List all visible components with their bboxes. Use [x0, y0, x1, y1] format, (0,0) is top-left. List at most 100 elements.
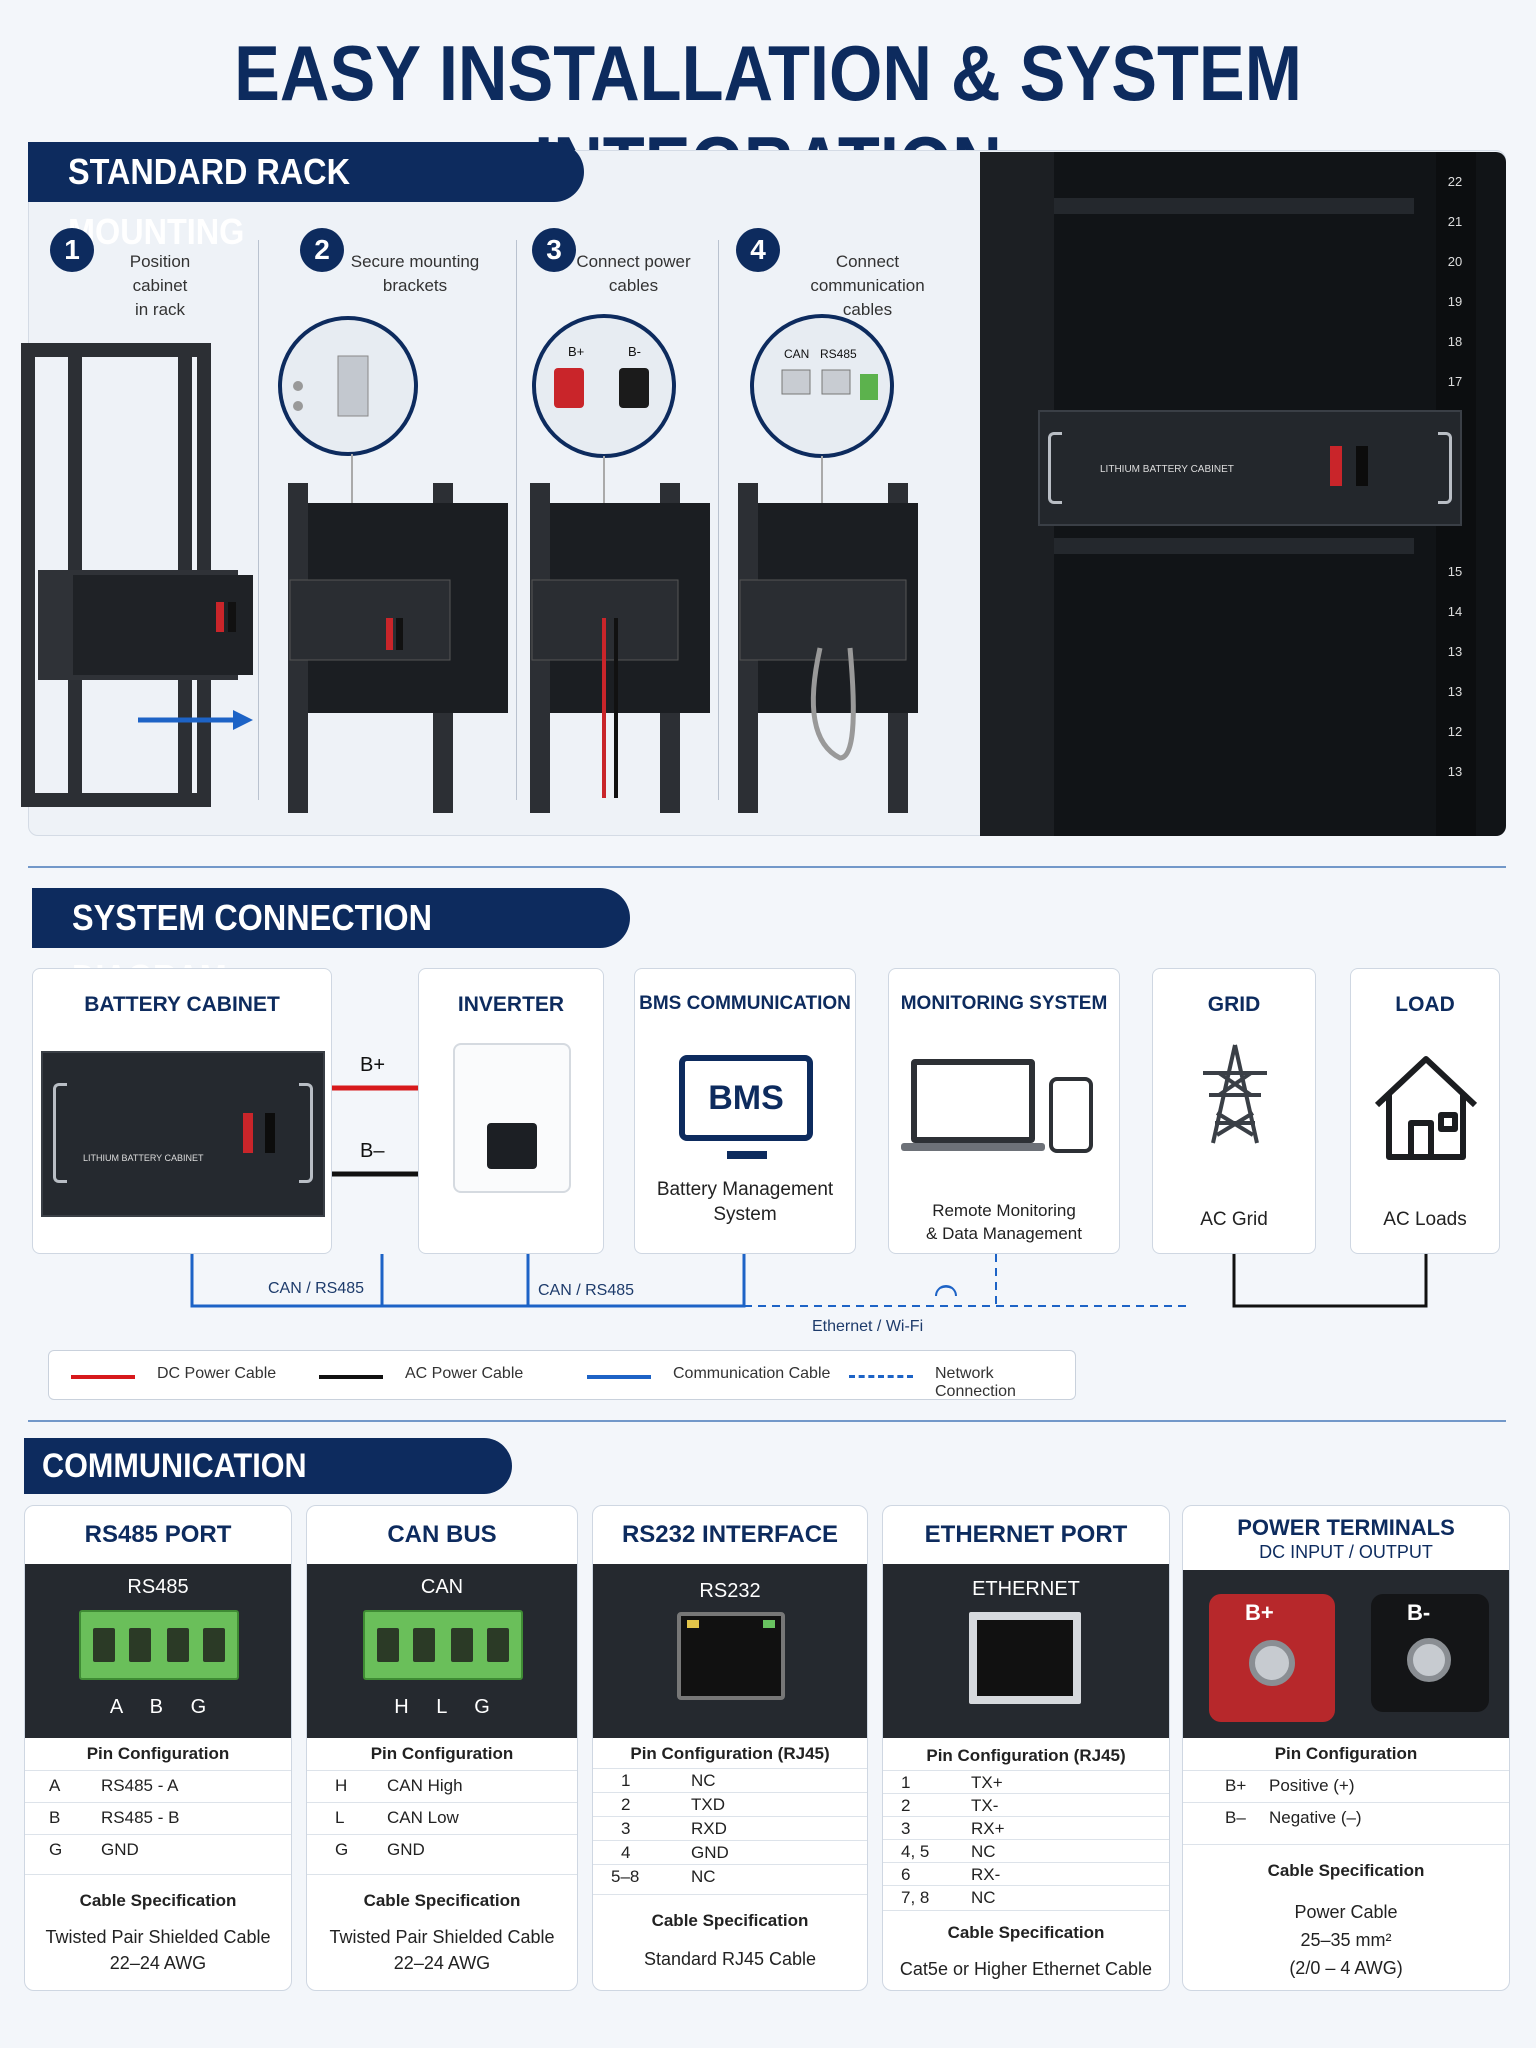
bms-monitor-icon: BMS: [679, 1055, 813, 1141]
terminal-slot: [167, 1628, 189, 1662]
ethernet-cable-spec: Cat5e or Higher Ethernet Cable: [899, 1959, 1153, 1979]
rs485-cable-title: Cable Specification: [25, 1874, 291, 1911]
rack-photo: 22 21 20 19 18 17 LITHIUM BATTERY CABINE…: [980, 152, 1506, 836]
step-3-minus-label: B-: [628, 344, 641, 359]
laptop-icon: [911, 1059, 1035, 1143]
rs232-port-image: RS232: [593, 1564, 867, 1738]
cabinet-bminus-terminal: [265, 1113, 275, 1153]
bminus-wire-label: B–: [360, 1140, 385, 1162]
rs485-card: RS485 PORT RS485 A B G Pin Configuration…: [24, 1505, 292, 1991]
can-terminal-block: [363, 1610, 523, 1680]
inverter-title: INVERTER: [457, 993, 565, 1016]
cabinet-handle-left: [1048, 432, 1062, 504]
power-cable-title: Cable Specification: [1183, 1844, 1509, 1881]
inverter-display: [487, 1123, 537, 1169]
phone-icon: [1049, 1077, 1093, 1153]
step-1-number: 1: [50, 228, 94, 272]
rack-unit: 19: [1447, 294, 1463, 309]
link-label-1: CAN / RS485: [268, 1280, 365, 1297]
terminal-slot: [377, 1628, 399, 1662]
ethernet-card: ETHERNET PORT ETHERNET Pin Configuration…: [882, 1505, 1170, 1991]
power-terminal-image: B+ B-: [1183, 1570, 1509, 1738]
cabinet-handle-right: [1438, 432, 1452, 504]
rack-mounting-banner: STANDARD RACK MOUNTING: [28, 142, 584, 252]
legend-ac-swatch: [319, 1375, 383, 1379]
bplus-terminal: B+: [1209, 1594, 1335, 1722]
monitoring-description: Remote Monitoring& Data Management: [926, 1201, 1082, 1243]
terminal-slot: [413, 1628, 435, 1662]
bminus-bolt: [1407, 1638, 1451, 1682]
can-port-label: CAN: [420, 1576, 464, 1598]
diagram-legend: DC Power Cable AC Power Cable Communicat…: [48, 1350, 1076, 1400]
transmission-tower-icon: [1203, 1044, 1267, 1144]
rack-unit: 13: [1447, 684, 1463, 699]
terminal-slot: [93, 1628, 115, 1662]
rack-unit: 13: [1447, 764, 1463, 779]
cabinet-bplus-terminal: [243, 1113, 253, 1153]
rs232-card: RS232 INTERFACE RS232 Pin Configuration …: [592, 1505, 868, 1991]
rack-unit: 14: [1447, 604, 1463, 619]
load-title: LOAD: [1395, 993, 1455, 1016]
rack-units-top: 22 21 20 19 18 17: [1440, 162, 1470, 402]
load-label: AC Loads: [1383, 1209, 1467, 1230]
bplus-bolt: [1249, 1640, 1295, 1686]
can-pin-title: Pin Configuration: [370, 1744, 514, 1763]
power-pin-title: Pin Configuration: [1274, 1744, 1418, 1763]
legend-comm-swatch: [587, 1375, 651, 1379]
step-4-number: 4: [736, 228, 780, 272]
step-divider: [258, 240, 259, 800]
rack-unit: 20: [1447, 254, 1463, 269]
interfaces-banner: COMMUNICATION INTERFACES: [24, 1438, 512, 1541]
cabinet-handle-left: [53, 1083, 67, 1183]
rs232-led-yellow: [687, 1620, 699, 1628]
power-title: POWER TERMINALS: [1237, 1515, 1455, 1540]
terminal-slot: [129, 1628, 151, 1662]
section-divider: [28, 1420, 1506, 1422]
can-pin-letters: H L G: [394, 1696, 490, 1718]
link-label-3: Ethernet / Wi-Fi: [812, 1318, 924, 1335]
cabinet-handle-right: [299, 1083, 313, 1183]
cabinet-bplus-terminal: [1330, 446, 1342, 486]
link-label-2: CAN / RS485: [538, 1282, 635, 1299]
section-divider: [28, 866, 1506, 868]
table-row: B–Negative (–): [1183, 1802, 1509, 1832]
bms-box: BMS COMMUNICATION BMS Battery Management…: [634, 968, 856, 1254]
step-3-plus-label: B+: [568, 344, 584, 359]
cabinet-bminus-terminal: [1356, 446, 1368, 486]
rs485-port-label: RS485: [127, 1576, 189, 1598]
legend-dc-label: DC Power Cable: [157, 1365, 277, 1382]
rs485-pin-letters: A B G: [109, 1696, 207, 1718]
rs232-title: RS232 INTERFACE: [621, 1521, 839, 1548]
bplus-terminal-label: B+: [1245, 1600, 1274, 1625]
rs232-cable-title: Cable Specification: [593, 1894, 867, 1931]
grid-label: AC Grid: [1200, 1209, 1268, 1230]
rack-shelf: [1054, 198, 1414, 214]
step-4-can-label: CAN: [784, 347, 809, 361]
rs485-title: RS485 PORT: [84, 1521, 232, 1548]
laptop-base: [901, 1143, 1045, 1151]
power-subtitle: DC INPUT / OUTPUT: [1259, 1542, 1433, 1562]
bplus-wire-label: B+: [360, 1054, 386, 1076]
rack-unit: 21: [1447, 214, 1463, 229]
rs485-terminal-block: [79, 1610, 239, 1680]
house-icon: [1374, 1056, 1478, 1160]
load-box: LOAD AC Loads: [1350, 968, 1500, 1254]
rack-units-bottom: 15 14 13 13 12 13: [1440, 552, 1470, 792]
